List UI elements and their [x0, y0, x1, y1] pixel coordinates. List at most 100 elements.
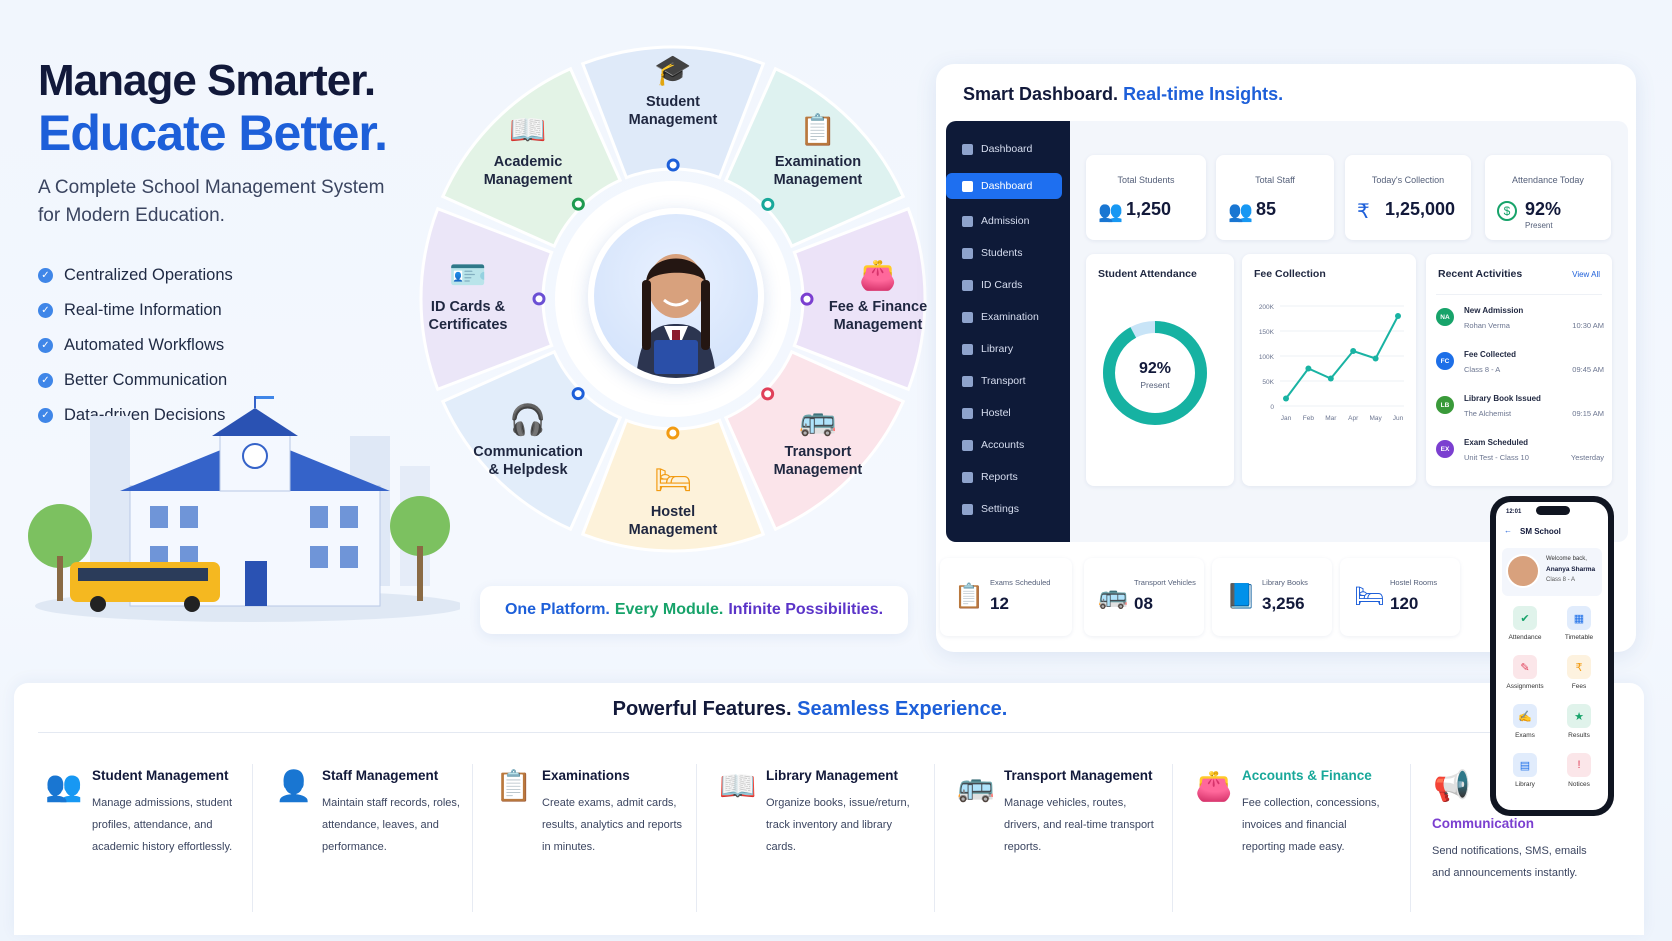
module-segment[interactable]	[580, 418, 766, 553]
module-segment[interactable]	[580, 45, 766, 180]
module-connector-dot	[532, 292, 546, 306]
activity-badge: LB	[1436, 396, 1454, 414]
hero-title-line1: Manage Smarter.	[38, 56, 376, 105]
calendar-check-icon: ✔	[1513, 606, 1537, 630]
module-label: Academic	[494, 154, 563, 170]
recent-activities-card: Recent Activities View All NA New Admiss…	[1426, 254, 1612, 486]
book-icon	[962, 343, 973, 355]
activity-item[interactable]: FC Fee Collected Class 8 - A 09:45 AM	[1436, 348, 1604, 390]
module-label: Management	[774, 172, 863, 188]
data-point[interactable]	[1327, 375, 1334, 382]
phone-tile[interactable]: ! Notices	[1556, 753, 1602, 797]
tree	[28, 504, 92, 568]
features-divider	[38, 732, 1518, 733]
sidebar-item-settings[interactable]: Settings	[946, 496, 1062, 522]
sidebar-item-accounts[interactable]: Accounts	[946, 432, 1062, 458]
results-icon: ★	[1567, 704, 1591, 728]
sidebar-item-library[interactable]: Library	[946, 336, 1062, 362]
feature-item[interactable]: 📋 Examinations Create exams, admit cards…	[495, 768, 683, 853]
stat-card-total-students[interactable]: Total Students 👥 1,250	[1086, 155, 1206, 240]
series-line	[1285, 315, 1399, 400]
sidebar-item-admission[interactable]: Admission	[946, 208, 1062, 234]
mini-stat-library[interactable]: 📘 Library Books 3,256	[1212, 558, 1332, 636]
stat-card-attendance-today[interactable]: Attendance Today $ 92% Present	[1485, 155, 1611, 240]
stat-card-todays-collection[interactable]: Today's Collection ₹ 1,25,000	[1345, 155, 1471, 240]
tagline-part1: One Platform.	[504, 601, 610, 618]
feature-separator	[1410, 764, 1411, 912]
library-icon: ▤	[1513, 753, 1537, 777]
module-label: Management	[484, 172, 573, 188]
megaphone-icon: 📢	[1433, 769, 1471, 803]
data-point[interactable]	[1283, 395, 1289, 402]
phone-tile[interactable]: ✔ Attendance	[1502, 606, 1548, 650]
rupee-icon: ₹	[1357, 201, 1370, 223]
y-tick-label: 200K	[1259, 304, 1275, 311]
check-icon: ✓	[38, 373, 53, 388]
feature-item[interactable]: 🚌 Transport Management Manage vehicles, …	[957, 768, 1154, 853]
tagline-banner: One Platform. Every Module. Infinite Pos…	[480, 586, 908, 634]
phone-tile[interactable]: ✍ Exams	[1502, 704, 1548, 748]
feature-separator	[252, 764, 253, 912]
module-segment[interactable]	[792, 206, 927, 392]
data-point[interactable]	[1395, 313, 1401, 319]
module-label: ID Cards &	[431, 299, 506, 315]
hero-bullet: ✓Centralized Operations	[38, 258, 233, 293]
feature-item[interactable]: 👥 Student Management Manage admissions, …	[45, 768, 233, 853]
graduation-cap-icon: 🎓	[654, 54, 691, 87]
exam-icon: ✍	[1513, 704, 1537, 728]
phone-notch	[1536, 506, 1570, 515]
data-point[interactable]	[1350, 348, 1357, 354]
phone-tile[interactable]: ▤ Library	[1502, 753, 1548, 797]
back-arrow-icon[interactable]: ←	[1504, 526, 1512, 535]
attendance-donut	[1103, 321, 1207, 425]
mini-stat-hostel[interactable]: 🛏 Hostel Rooms 120	[1340, 558, 1460, 636]
x-tick-label: Jun	[1393, 415, 1404, 422]
phone-tile[interactable]: ₹ Fees	[1556, 655, 1602, 699]
staff-icon: 👤	[275, 769, 313, 803]
data-point[interactable]	[1305, 365, 1312, 372]
sidebar-item-transport[interactable]: Transport	[946, 368, 1062, 394]
mini-stat-transport[interactable]: 🚌 Transport Vehicles 08	[1084, 558, 1204, 636]
phone-tile[interactable]: ★ Results	[1556, 704, 1602, 748]
attendance-card: Student Attendance 92% Present	[1086, 254, 1234, 486]
phone-avatar	[1506, 554, 1540, 588]
feature-item[interactable]: 👛 Accounts & Finance Fee collection, con…	[1195, 768, 1380, 853]
x-tick-label: Apr	[1348, 415, 1359, 422]
feature-item[interactable]: 📢 Communication Send notifications, SMS,…	[1432, 764, 1642, 914]
phone-tile[interactable]: ▦ Timetable	[1556, 606, 1602, 650]
sidebar-item-examination[interactable]: Examination	[946, 304, 1062, 330]
module-segment[interactable]	[419, 206, 554, 392]
feature-separator	[472, 764, 473, 912]
activity-item[interactable]: NA New Admission Rohan Verma 10:30 AM	[1436, 304, 1604, 346]
activity-item[interactable]: LB Library Book Issued The Alchemist 09:…	[1436, 392, 1604, 434]
feature-item[interactable]: 📖 Library Management Organize books, iss…	[719, 768, 910, 853]
clipboard-icon	[962, 311, 973, 323]
hero-bullet: ✓Better Communication	[38, 363, 233, 398]
sidebar-item-dashboard[interactable]: Dashboard	[946, 173, 1062, 199]
view-all-link[interactable]: View All	[1572, 270, 1600, 279]
sidebar-item-id-cards[interactable]: ID Cards	[946, 272, 1062, 298]
module-connector-dot	[571, 387, 585, 401]
report-icon	[962, 471, 973, 483]
sidebar-item-hostel[interactable]: Hostel	[946, 400, 1062, 426]
feature-item[interactable]: 👤 Staff Management Maintain staff record…	[275, 768, 460, 853]
sidebar-item-reports[interactable]: Reports	[946, 464, 1062, 490]
timetable-icon: ▦	[1567, 606, 1591, 630]
activity-item[interactable]: EX Exam Scheduled Unit Test - Class 10 Y…	[1436, 436, 1604, 478]
dashboard-icon	[962, 143, 973, 155]
check-icon: ✓	[38, 338, 53, 353]
module-label: Certificates	[429, 317, 508, 333]
module-label: Hostel	[651, 504, 695, 520]
sidebar-item-students[interactable]: Students	[946, 240, 1062, 266]
phone-tile[interactable]: ✎ Assignments	[1502, 655, 1548, 699]
activity-badge: FC	[1436, 352, 1454, 370]
stat-card-total-staff[interactable]: Total Staff 👥 85	[1216, 155, 1334, 240]
id-card-icon	[962, 279, 973, 291]
bg-building	[90, 416, 130, 586]
sidebar-item-dashboard-header[interactable]: Dashboard	[946, 136, 1062, 162]
module-label: Communication	[473, 444, 583, 460]
flag	[256, 396, 274, 399]
students-icon: 👥	[1098, 201, 1123, 223]
data-point[interactable]	[1372, 355, 1379, 362]
mini-stat-exams[interactable]: 📋 Exams Scheduled 12	[940, 558, 1072, 636]
